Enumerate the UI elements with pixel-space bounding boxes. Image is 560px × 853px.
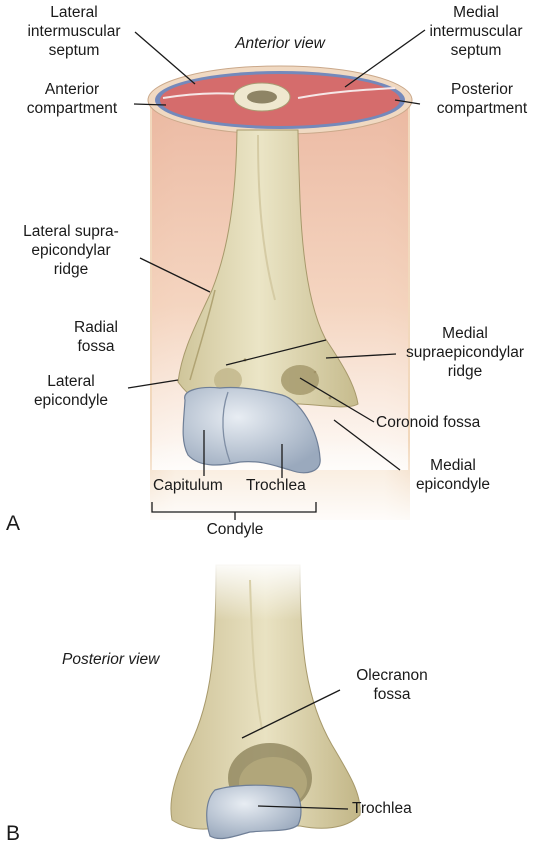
label-lateral-epicondyle: Lateral epicondyle [33, 373, 109, 409]
label-trochlea-anterior: Trochlea [246, 477, 306, 494]
label-condyle: Condyle [206, 521, 264, 538]
label-medial-intermuscular-septum: Medial intermuscular septum [429, 4, 523, 59]
label-coronoid-fossa: Coronoid fossa [376, 414, 481, 431]
panel-letter-a: A [6, 512, 21, 535]
panel-letter-b: B [6, 822, 21, 845]
label-lateral-supraepicondylar-ridge: Lateral supra- epicondylar ridge [23, 223, 119, 278]
label-posterior-compartment: Posterior compartment [436, 81, 528, 117]
cartilage-posterior [206, 784, 302, 840]
label-medial-supraepicondylar-ridge: Medial supraepicondylar ridge [405, 325, 525, 380]
label-olecranon-fossa: Olecranon fossa [356, 667, 428, 703]
label-capitulum: Capitulum [153, 477, 223, 494]
cross-section [147, 65, 413, 135]
label-radial-fossa: Radial fossa [74, 319, 118, 355]
label-medial-epicondyle: Medial epicondyle [415, 457, 491, 493]
label-lateral-intermuscular-septum: Lateral intermuscular septum [27, 4, 121, 59]
posterior-view-title: Posterior view [62, 651, 160, 668]
label-trochlea-posterior: Trochlea [352, 800, 412, 817]
anterior-view-title: Anterior view [235, 35, 325, 52]
label-anterior-compartment: Anterior compartment [26, 81, 118, 117]
leader-lines [127, 29, 426, 810]
cartilage-anterior [182, 386, 321, 474]
humerus-anterior [177, 129, 359, 408]
